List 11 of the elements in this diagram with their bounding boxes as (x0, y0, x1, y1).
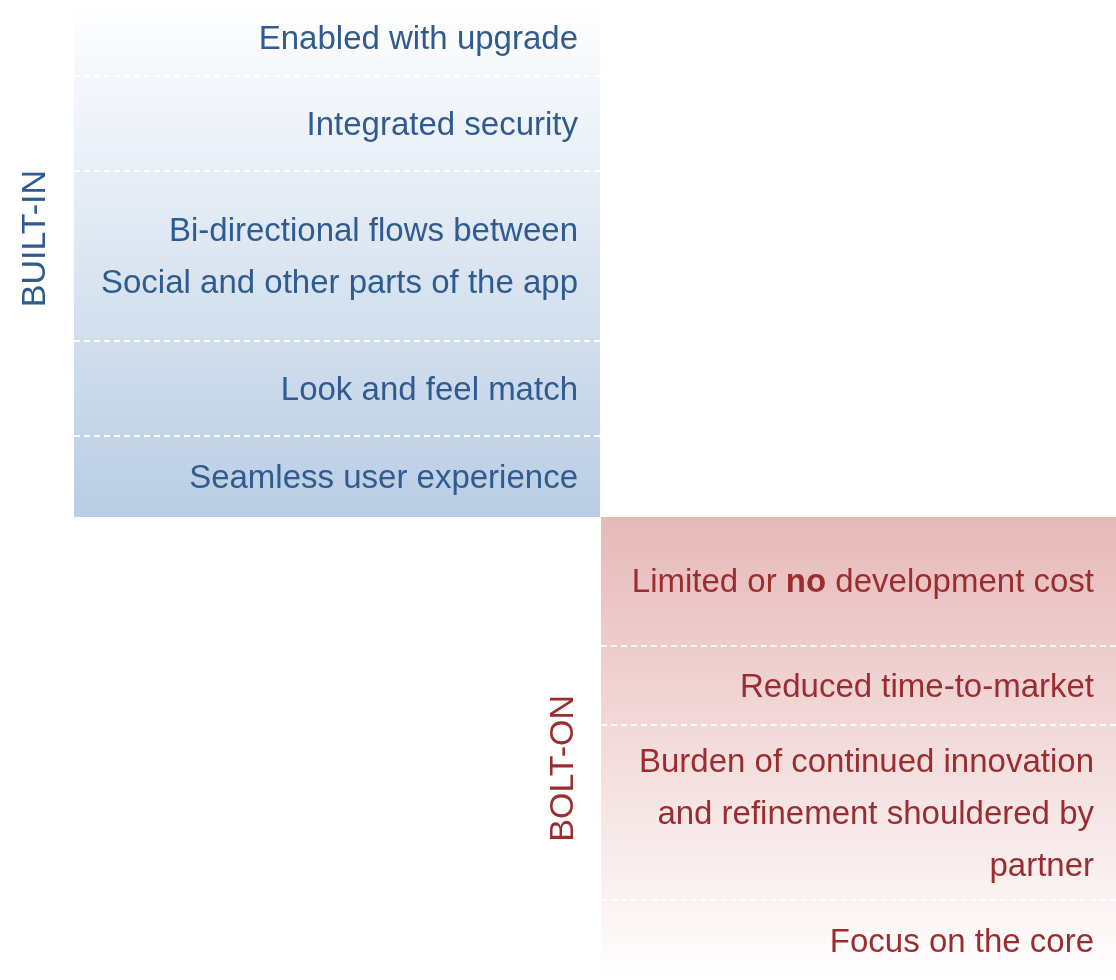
feature-text: Seamless user experience (74, 435, 600, 517)
feature-text: Integrated security (74, 75, 600, 170)
feature-text: Limited or no development cost (601, 517, 1116, 645)
feature-text: Reduced time-to-market (601, 645, 1116, 724)
vertical-heading: BOLT-ON (544, 695, 578, 842)
feature-text: Look and feel match (74, 340, 600, 435)
feature-text: Focus on the core (601, 899, 1116, 980)
feature-text: Bi-directional flows between Social and other parts of the app (74, 170, 600, 340)
feature-text: Enabled with upgrade (74, 0, 600, 75)
feature-text: Burden of continued innovation and refinement shouldered by partner (601, 724, 1116, 899)
vertical-heading: BUILT-IN (16, 170, 50, 308)
